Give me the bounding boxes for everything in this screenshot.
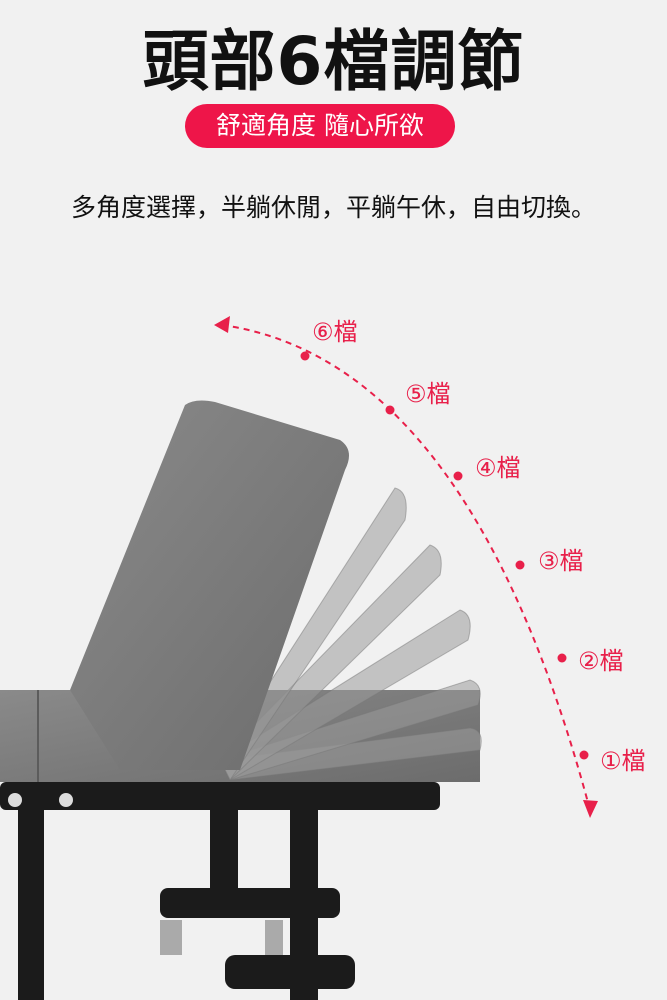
level-5-label: ⑤檔 [405, 380, 451, 408]
page-title: 頭部6檔調節 [142, 23, 525, 100]
level-4-label: ④檔 [475, 454, 521, 482]
bed-frame [0, 782, 440, 1000]
feature-badge: 舒適角度 隨心所欲 [185, 104, 455, 148]
arrow-down-icon [583, 800, 598, 818]
subtitle: 多角度選擇，半躺休閒，平躺午休，自由切換。 [70, 193, 596, 222]
backrest [70, 400, 349, 770]
level-1-label: ①檔 [600, 747, 646, 775]
level-2-label: ②檔 [578, 647, 624, 675]
adjustment-arc [221, 324, 591, 811]
backrest-ghosts [219, 487, 482, 781]
level-3-label: ③檔 [538, 547, 584, 575]
level-dots [300, 351, 589, 760]
arrow-left-icon [214, 316, 230, 333]
level-6-label: ⑥檔 [312, 318, 358, 346]
